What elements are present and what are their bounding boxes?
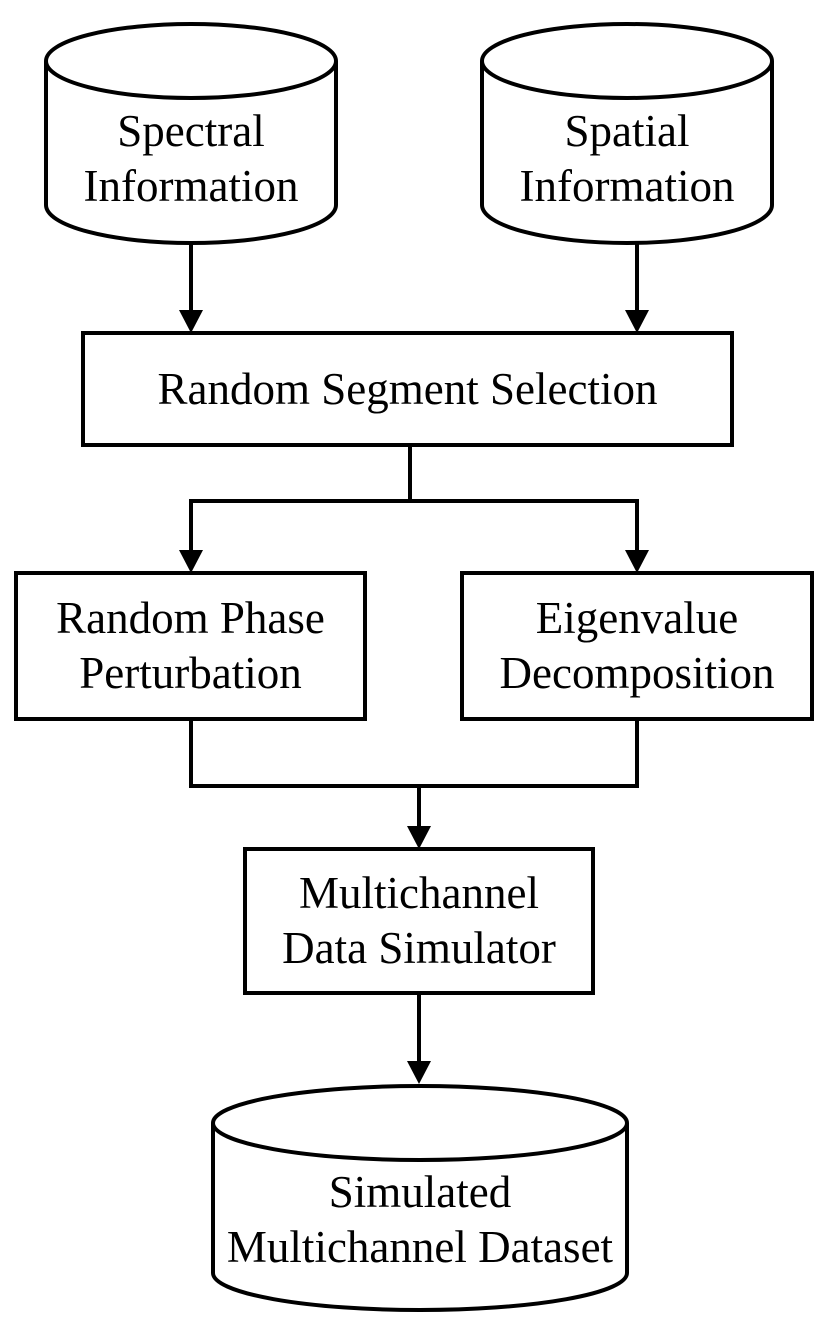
spatial-db-cylinder-body: [480, 61, 774, 245]
edge-spectral-to-rss-arrowhead: [179, 310, 203, 333]
random-segment-selection-box: [81, 331, 734, 447]
spectral-db-cylinder-top-ellipse: [44, 22, 338, 100]
edge-merge-to-mds-arrowhead: [407, 826, 431, 849]
multichannel-data-simulator-box: [243, 847, 595, 995]
edge-mds-to-output-arrowhead: [407, 1061, 431, 1084]
edge-rss-to-eig-arrowhead: [625, 550, 649, 573]
spatial-db-cylinder-top-ellipse: [480, 22, 774, 100]
eigenvalue-decomposition-box: [460, 571, 814, 721]
edge-rss-to-rpp-arrowhead: [179, 550, 203, 573]
output-dataset-cylinder-top-ellipse: [211, 1084, 629, 1162]
spectral-db-cylinder-body: [44, 61, 338, 245]
output-dataset-cylinder-body: [211, 1123, 629, 1312]
random-phase-perturbation-box: [14, 571, 367, 721]
edge-spatial-to-rss-arrowhead: [625, 310, 649, 333]
